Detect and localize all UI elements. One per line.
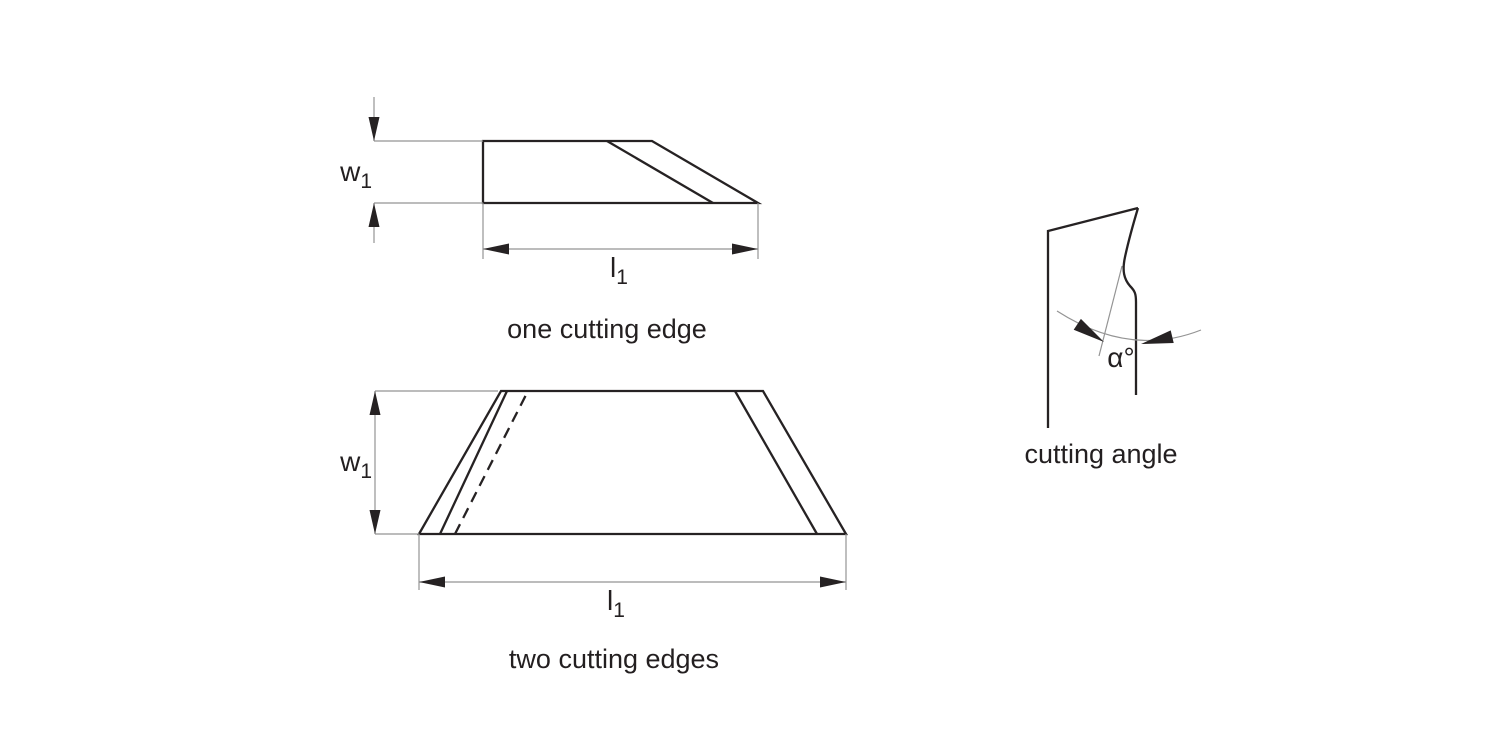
angle-label: α° bbox=[1107, 342, 1134, 373]
arrowhead-right-icon bbox=[820, 576, 846, 588]
w1-dimension: w1 bbox=[339, 97, 483, 243]
arrowhead-right-icon bbox=[1141, 330, 1174, 344]
bevel-grind-line bbox=[606, 140, 714, 204]
diagram-one-cutting-edge: w1 l1 one cutting edge bbox=[339, 97, 763, 344]
diagram-cutting-angle: α° cutting angle bbox=[1024, 206, 1202, 469]
diagram-caption: two cutting edges bbox=[509, 644, 719, 674]
length-dimension-label: l1 bbox=[610, 252, 628, 289]
width-dimension-label: w1 bbox=[339, 156, 372, 193]
arrowhead-left-icon bbox=[483, 243, 509, 255]
bevel-grind-line-left bbox=[438, 390, 509, 535]
width-dimension-label: w1 bbox=[339, 446, 372, 483]
arrowhead-up-icon bbox=[368, 203, 380, 227]
arrowhead-down-icon bbox=[368, 117, 380, 141]
l1-dimension: l1 bbox=[418, 534, 847, 622]
angle-arc bbox=[1056, 310, 1202, 342]
blade-back-outline bbox=[1046, 206, 1139, 428]
arrowhead-up-icon bbox=[369, 391, 381, 415]
arrowhead-left-icon bbox=[1073, 318, 1104, 342]
diagram-caption: cutting angle bbox=[1024, 439, 1177, 469]
blade-outline-one-edge bbox=[481, 139, 763, 205]
arrowhead-down-icon bbox=[369, 510, 381, 534]
diagram-caption: one cutting edge bbox=[507, 314, 707, 344]
arrowhead-right-icon bbox=[732, 243, 758, 255]
w1-dimension: w1 bbox=[339, 390, 498, 535]
diagram-two-cutting-edges: w1 l1 two cutting edges bbox=[339, 389, 848, 674]
hidden-edge-dashed-line bbox=[453, 390, 530, 535]
arrowhead-left-icon bbox=[419, 576, 445, 588]
length-dimension-label: l1 bbox=[607, 585, 625, 622]
blade-outline-two-edges bbox=[417, 389, 848, 536]
l1-dimension: l1 bbox=[482, 203, 759, 289]
blade-cutting-edge-profile bbox=[1122, 207, 1140, 395]
alpha-angle-dimension: α° bbox=[1056, 265, 1202, 373]
bevel-grind-line-right bbox=[734, 390, 818, 535]
